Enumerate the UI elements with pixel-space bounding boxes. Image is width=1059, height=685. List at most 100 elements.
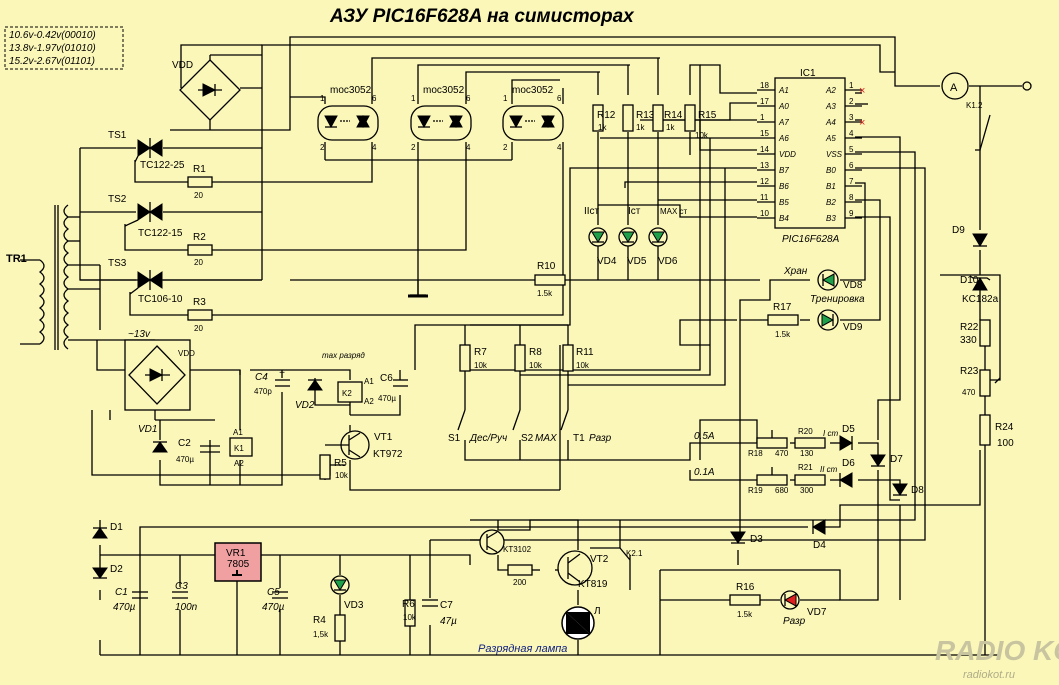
capacitor-c5: C5 470µ: [262, 587, 288, 613]
svg-text:330: 330: [960, 335, 977, 346]
svg-text:IIст: IIст: [584, 206, 600, 217]
switch-s1: S1 Дес/Руч: [448, 409, 507, 444]
ic-pin-name-right: A3: [825, 102, 836, 111]
ic-pin-number-left: 13: [760, 161, 769, 170]
svg-text:10k: 10k: [695, 131, 709, 140]
svg-text:100: 100: [997, 438, 1014, 449]
svg-text:2: 2: [320, 143, 325, 152]
svg-text:D6: D6: [842, 458, 855, 469]
ic-pin-name-left: VDD: [779, 150, 796, 159]
svg-text:R19: R19: [748, 486, 763, 495]
resistor-r7: R7 10k: [459, 344, 488, 372]
svg-text:R17: R17: [773, 302, 792, 313]
svg-text:VD9: VD9: [843, 322, 863, 333]
ic-pin-number-right: 1: [849, 81, 854, 90]
svg-text:1.5k: 1.5k: [737, 610, 753, 619]
ic-pin-number-left: 12: [760, 177, 769, 186]
svg-text:radiokot.ru: radiokot.ru: [963, 669, 1015, 681]
svg-text:10k: 10k: [474, 361, 488, 370]
diode-d4: D4: [812, 519, 826, 551]
svg-text:TC122-25: TC122-25: [140, 160, 185, 171]
led-vd7: VD7 Разр: [780, 590, 827, 627]
svg-text:470р: 470р: [254, 387, 272, 396]
svg-text:1k: 1k: [636, 123, 645, 132]
svg-text:I ст: I ст: [823, 429, 838, 438]
ic-pin-name-left: A6: [778, 134, 789, 143]
svg-text:K1.2: K1.2: [966, 101, 983, 110]
svg-text:K2.1: K2.1: [626, 549, 643, 558]
svg-text:R20: R20: [798, 427, 813, 436]
resistor-r6: R6 10k: [402, 599, 417, 627]
current-select-block: 0.5A 0.1A R18 470 R20 130 I ст R19 680 R…: [694, 427, 838, 495]
svg-text:1: 1: [320, 94, 325, 103]
svg-text:A1: A1: [233, 428, 243, 437]
led-vd9: Тренировка VD9: [810, 294, 865, 333]
ic-pin-number-left: 17: [760, 97, 769, 106]
capacitor-c6: C6 470µ: [378, 373, 408, 403]
svg-text:680: 680: [775, 486, 789, 495]
triac-ts1: TS1 TC122-25: [108, 130, 185, 171]
ic1-pic16f628a: IC1 PIC16F628A 18A117A01A715A614VDD13B71…: [757, 68, 865, 245]
svg-text:R22: R22: [960, 322, 979, 333]
svg-text:KC182a: KC182a: [962, 294, 999, 305]
diode-d1: D1: [92, 522, 123, 539]
ic-pin-number-right: 8: [849, 193, 854, 202]
diode-d9: D9: [952, 225, 988, 247]
resistor-r13: R13 1k: [622, 104, 655, 132]
optocoupler-3: moc3052 1 6 2 4: [502, 85, 564, 152]
svg-text:D2: D2: [110, 564, 123, 575]
svg-text:C7: C7: [440, 600, 453, 611]
transistor-kt3102: KT3102: [479, 529, 532, 555]
svg-text:K2: K2: [342, 389, 352, 398]
ic-pin-name-right: B2: [826, 198, 836, 207]
resistor-200: 200: [507, 564, 533, 587]
ic-pin-number-right: 6: [849, 161, 854, 170]
svg-text:10k: 10k: [335, 471, 349, 480]
optocoupler-1: moc3052 1 6 2 4: [317, 85, 379, 152]
transistor-vt2: VT2 KT819: [557, 550, 609, 590]
svg-text:0.5A: 0.5A: [694, 431, 715, 442]
svg-text:Разр: Разр: [589, 433, 612, 444]
relay-contact-k21: K2.1: [619, 547, 643, 561]
legend-line-3: 15.2v-2.67v(01101): [9, 56, 95, 67]
potentiometer-r23: R23 470: [960, 366, 1001, 397]
resistor-r3: R3 20: [187, 297, 213, 333]
svg-text:1: 1: [503, 94, 508, 103]
vdd-label: VDD: [172, 60, 193, 71]
svg-text:A2: A2: [364, 397, 374, 406]
svg-text:R7: R7: [474, 347, 487, 358]
svg-text:S2: S2: [521, 433, 534, 444]
optocoupler-2: moc3052 1 6 2 4: [410, 85, 472, 152]
resistor-r2: R2 20: [187, 232, 213, 267]
svg-text:Тренировка: Тренировка: [810, 294, 865, 305]
svg-text:R11: R11: [576, 347, 594, 358]
ic-pin-name-left: A7: [778, 118, 789, 127]
legend-line-2: 13.8v-1.97v(01010): [9, 43, 96, 54]
led-vd5: Iст VD5: [618, 206, 647, 267]
led-vd8: Хран VD8: [783, 266, 863, 291]
led-vd4: IIст VD4: [584, 206, 617, 267]
svg-text:1k: 1k: [666, 123, 675, 132]
svg-text:20: 20: [194, 191, 203, 200]
svg-text:470: 470: [962, 388, 976, 397]
svg-text:C2: C2: [178, 438, 191, 449]
capacitor-c1: C1 470µ: [113, 587, 148, 613]
svg-text:RADIO KOT: RADIO KOT: [935, 635, 1059, 666]
transformer-tr1: TR1: [6, 204, 101, 350]
svg-text:C5: C5: [267, 587, 280, 598]
switch-s2: S2 MAX: [512, 409, 557, 444]
resistor-r15: R15 10k: [684, 104, 717, 140]
ic-pin-number-right: 4: [849, 129, 854, 138]
svg-text:MAX ст: MAX ст: [660, 207, 688, 216]
ic-pin-name-left: B4: [779, 214, 789, 223]
svg-text:VD5: VD5: [627, 256, 647, 267]
svg-text:VD6: VD6: [658, 256, 678, 267]
svg-text:4: 4: [466, 143, 471, 152]
switch-t1: T1 Разр: [560, 409, 612, 444]
transistor-vt1: VT1 KT972: [325, 430, 403, 460]
ic-pin-number-right: 3: [849, 113, 854, 122]
diode-vd1: VD1: [138, 424, 168, 453]
svg-text:S1: S1: [448, 433, 461, 444]
ic-pin-number-right: 5: [849, 145, 854, 154]
